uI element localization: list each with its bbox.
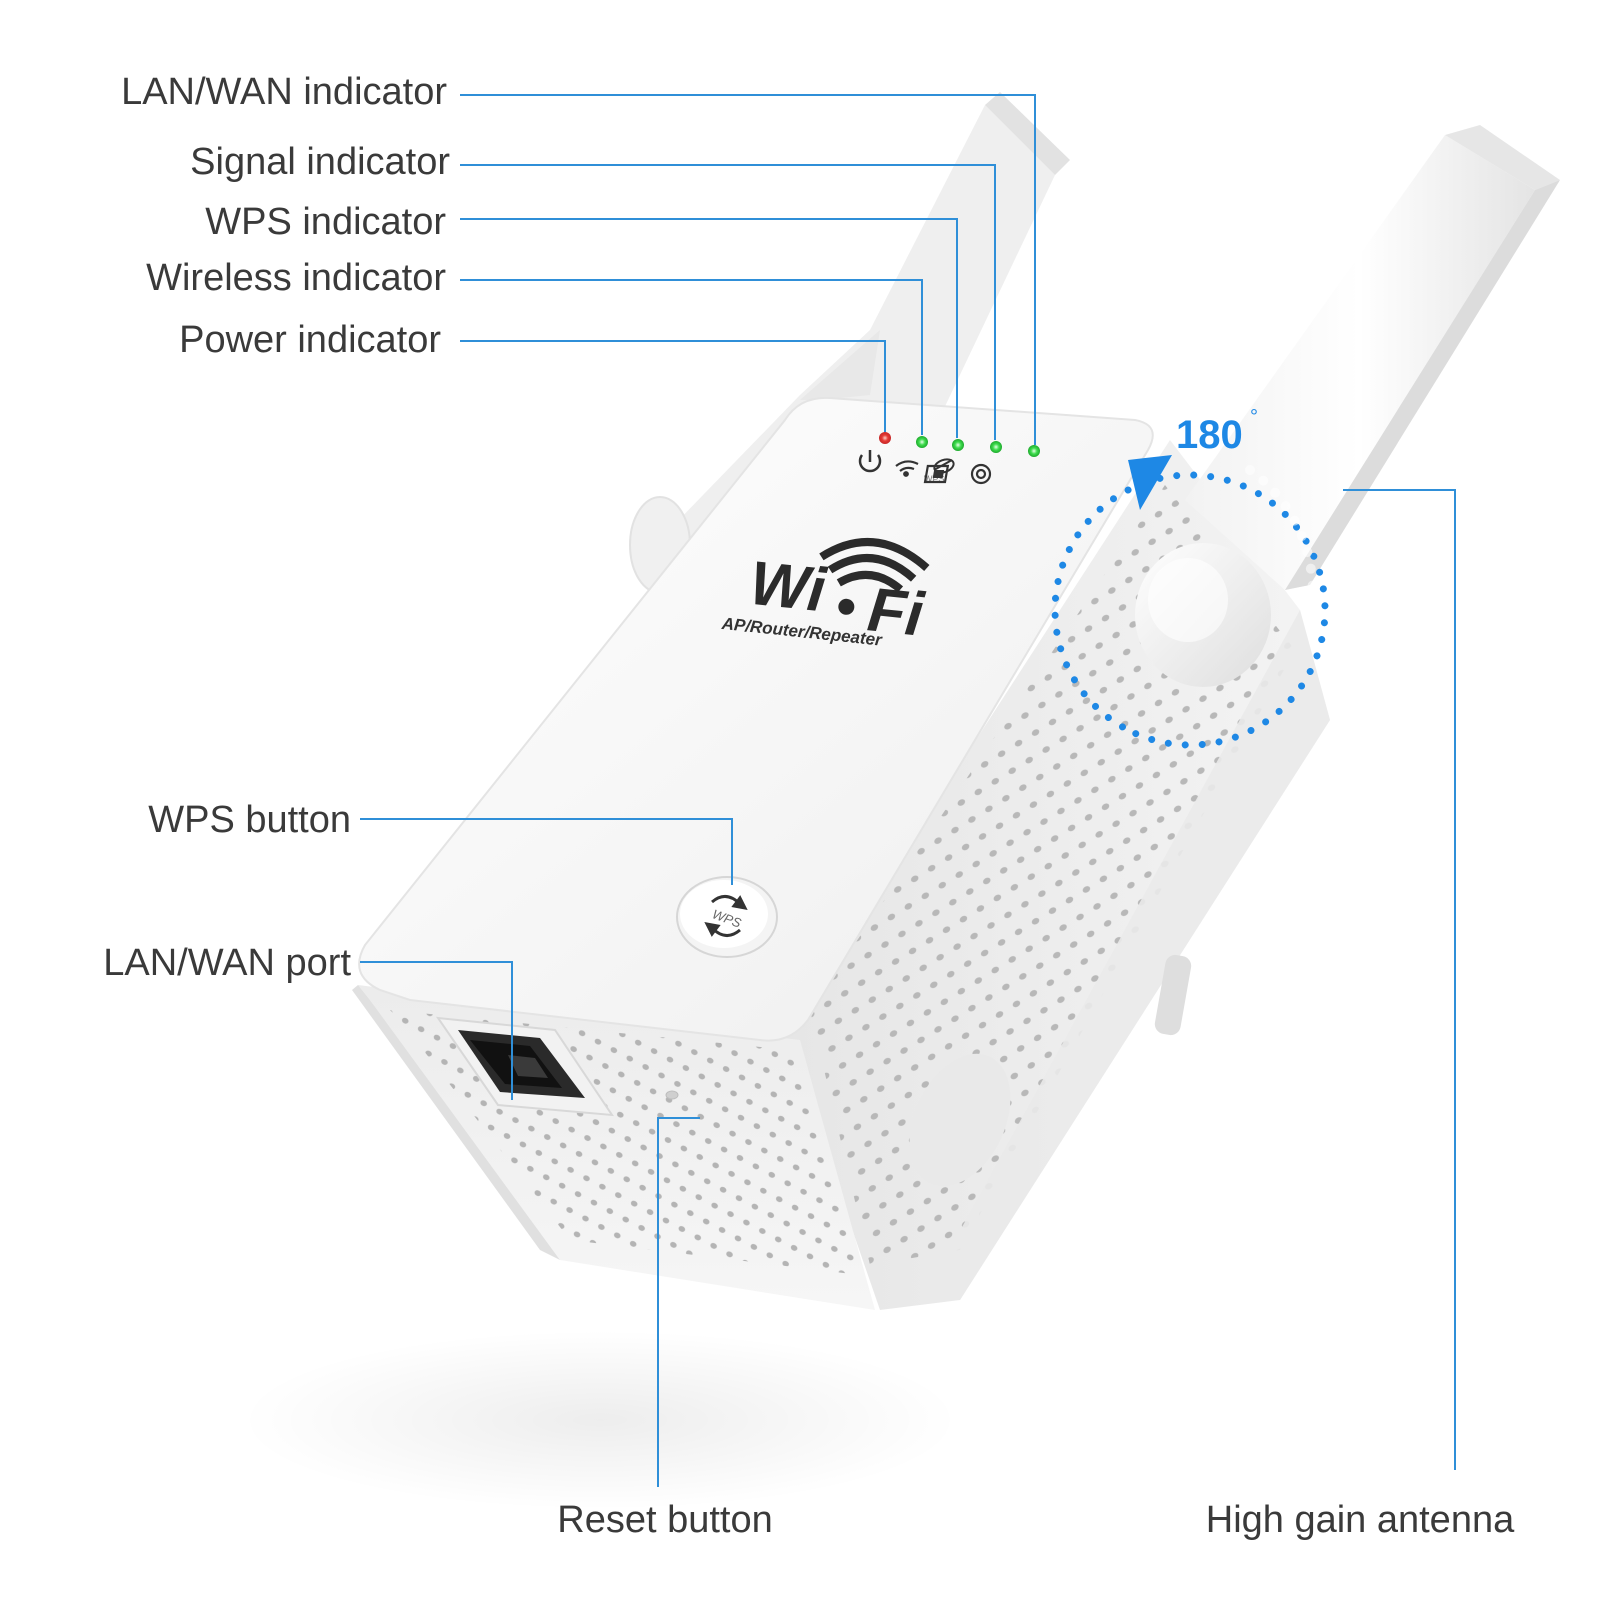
high-gain-antenna[interactable] (1135, 125, 1560, 687)
label-wps-indicator: WPS indicator (205, 201, 446, 243)
rotation-indicator: 180 ° (1051, 406, 1329, 749)
rotation-fade-arc (1245, 465, 1318, 625)
lan-wan-port[interactable] (435, 1016, 614, 1117)
leader-lan-wan-indicator (460, 94, 1036, 445)
power-icon (858, 450, 882, 473)
lan-wan-led (1028, 445, 1040, 457)
leader-wps-button (360, 818, 733, 885)
callout-labels: LAN/WAN indicator Signal indicator WPS i… (103, 71, 1515, 1541)
rotation-dotted-arc (1051, 471, 1329, 749)
leader-lines (360, 94, 1456, 1487)
leader-signal-indicator (460, 164, 996, 440)
wps-led-caption: WPS (924, 474, 945, 484)
label-lan-wan-indicator: LAN/WAN indicator (121, 71, 447, 113)
label-high-gain-antenna: High gain antenna (1206, 1499, 1515, 1541)
label-power-indicator: Power indicator (179, 319, 441, 361)
wall-plug-prong (1154, 954, 1192, 1036)
wifi-icon (895, 460, 919, 477)
indicator-led-row: WPS (858, 432, 1040, 485)
power-led (879, 432, 891, 444)
wps-refresh-icon (704, 895, 748, 937)
leader-lan-wan-port (360, 961, 513, 1100)
label-signal-indicator: Signal indicator (190, 141, 450, 183)
device-shadow (240, 1330, 960, 1510)
wifi-logo-waves-icon (819, 538, 930, 593)
brand-wi: Wi (747, 549, 831, 626)
rotation-angle: 180 (1176, 413, 1243, 457)
brand-fi: Fi (865, 575, 929, 650)
ethernet-icon (923, 464, 950, 484)
signal-led (990, 441, 1002, 453)
label-wireless-indicator: Wireless indicator (146, 257, 446, 299)
device-front-face (358, 396, 1154, 1042)
label-wps-button: WPS button (148, 799, 351, 841)
leader-wps-indicator (460, 218, 958, 438)
leader-high-gain-antenna (1343, 489, 1456, 1470)
reset-button-hole[interactable] (665, 1090, 679, 1100)
side-dimple (909, 1053, 1011, 1187)
leader-reset-button (657, 1117, 700, 1487)
rotation-degree-symbol: ° (1250, 406, 1258, 428)
signal-icon (970, 463, 992, 485)
leader-power-indicator (460, 340, 886, 432)
leader-wireless-indicator (460, 279, 923, 435)
wps-button[interactable]: WPS (676, 876, 778, 958)
label-lan-wan-port: LAN/WAN port (103, 942, 351, 984)
label-reset-button: Reset button (557, 1499, 772, 1541)
wps-led (952, 439, 964, 451)
wireless-led (916, 436, 928, 448)
rotation-arrow-icon (1128, 455, 1172, 510)
